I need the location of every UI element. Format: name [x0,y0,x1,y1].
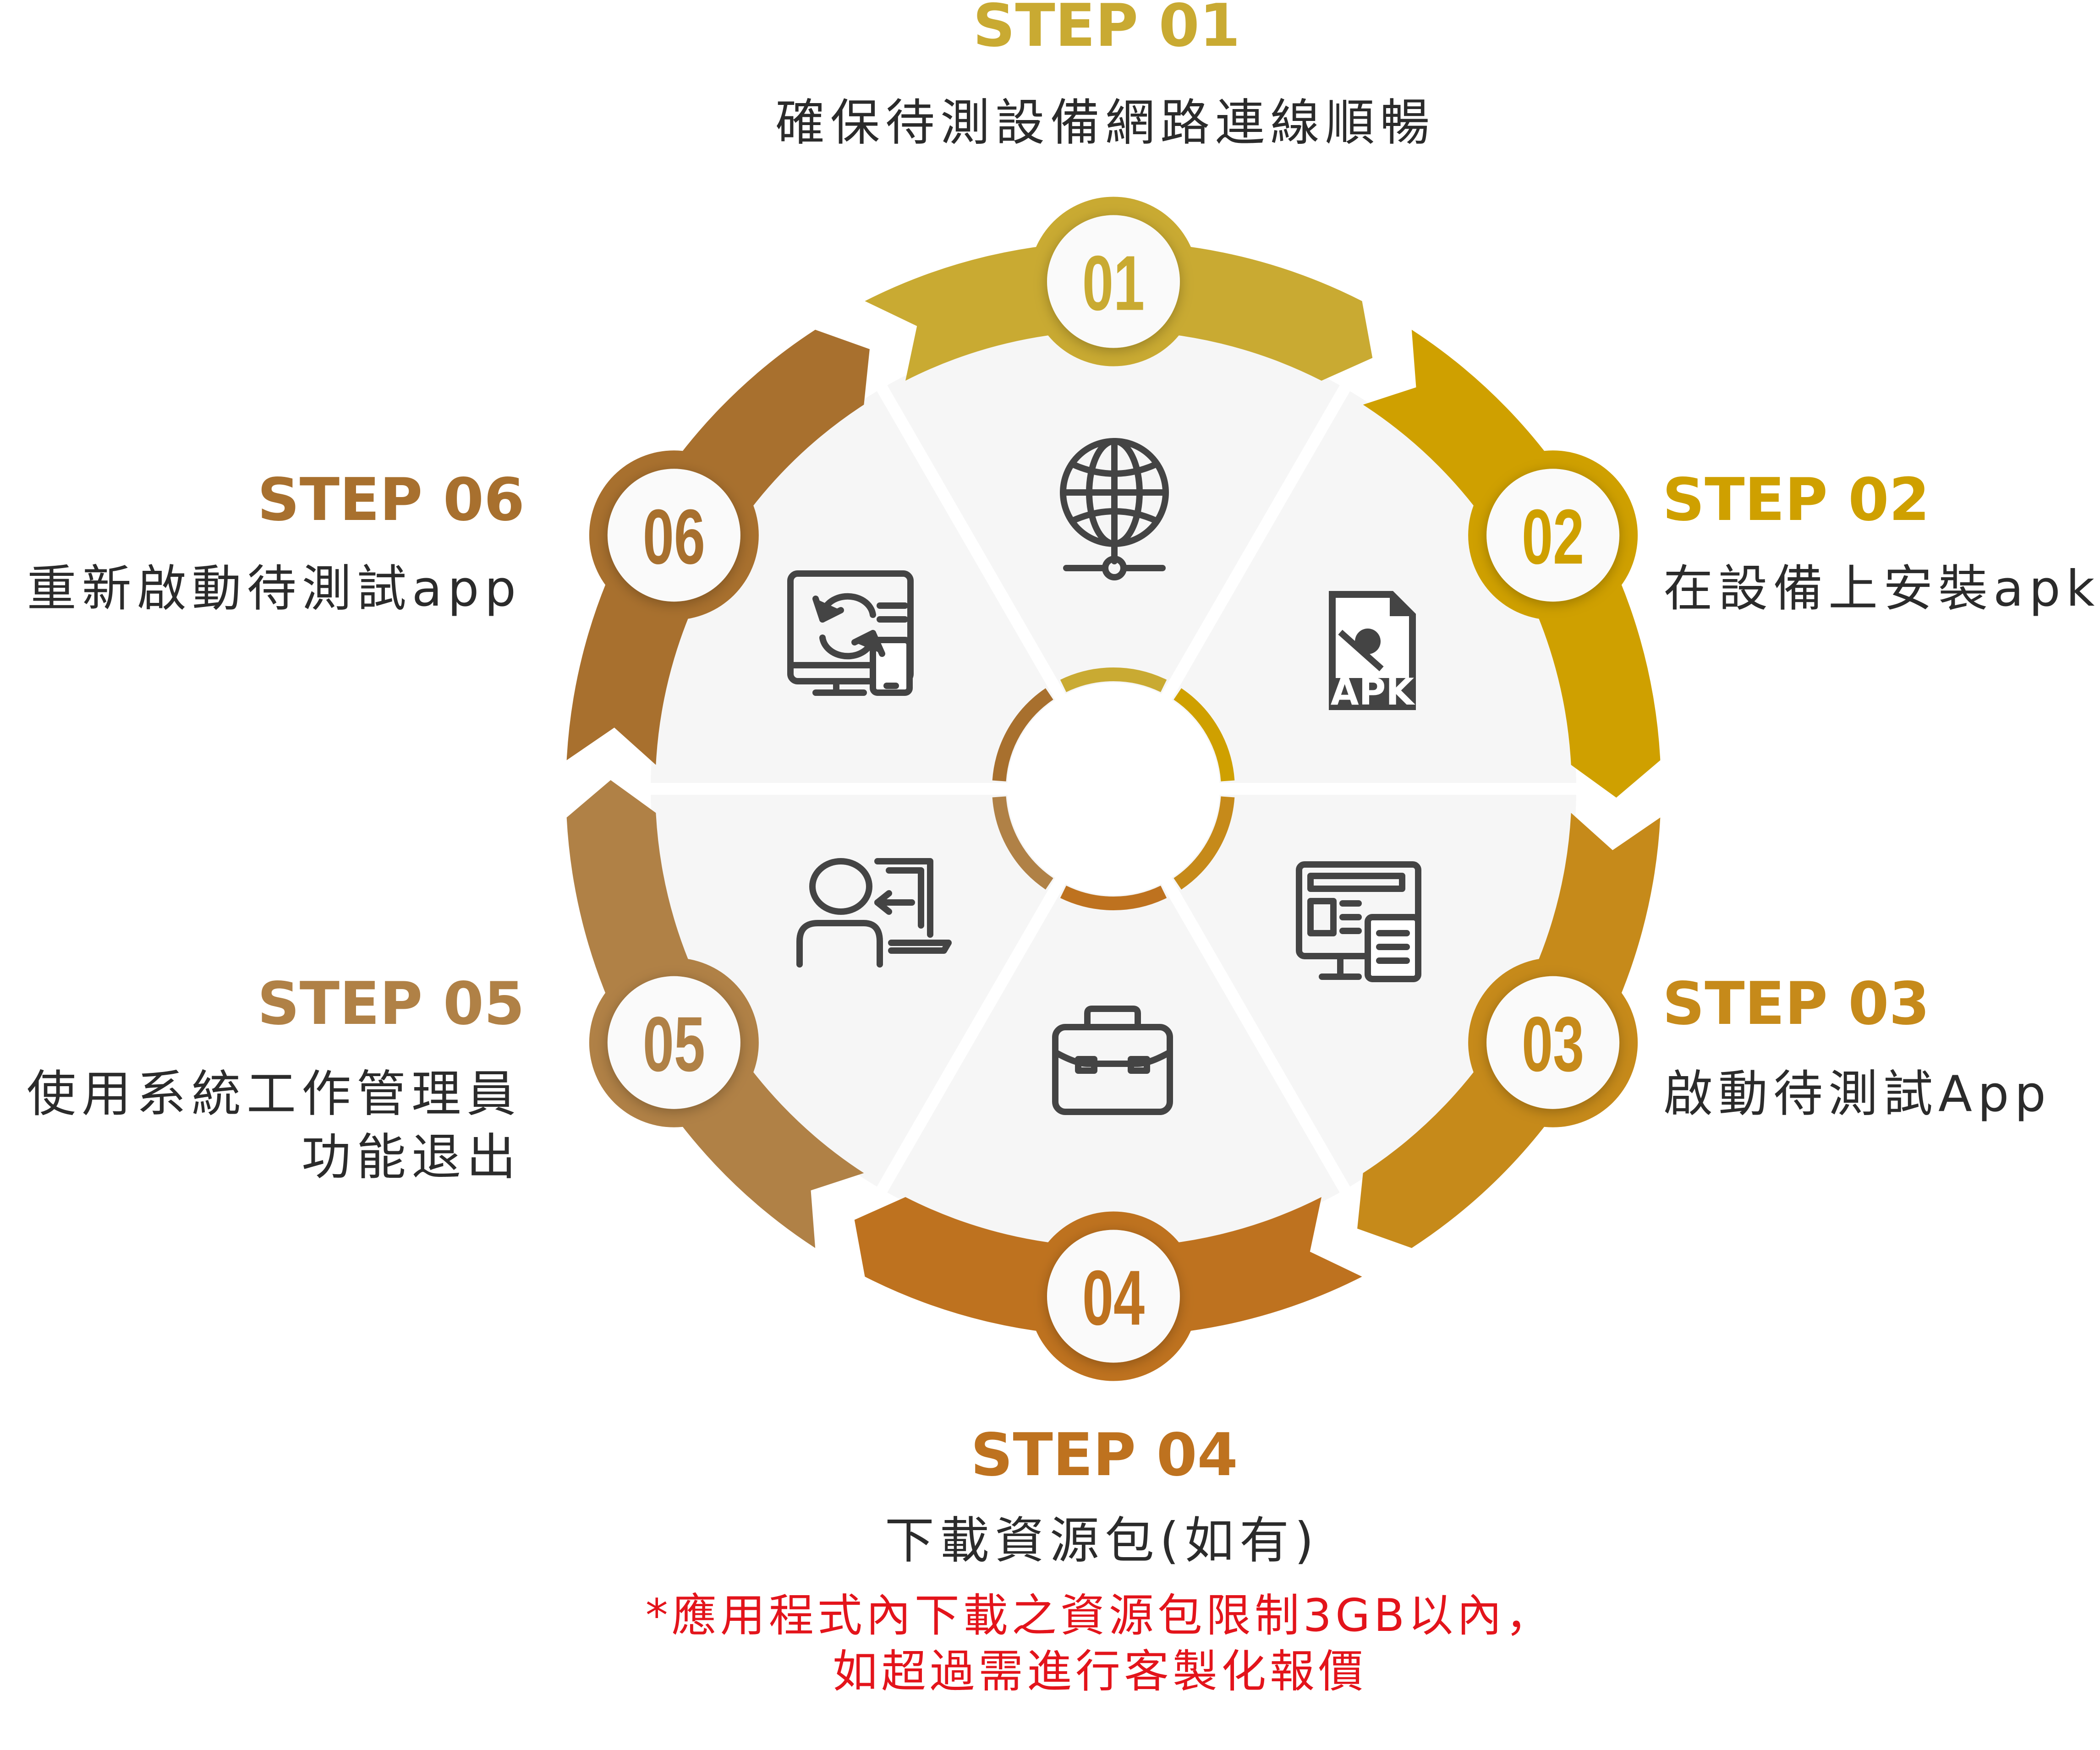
center-arc-01 [1060,667,1167,692]
step-badge-03: 03 [1468,957,1638,1127]
step-badge-06: 06 [589,450,759,620]
web-devices-icon [1296,861,1421,982]
center-arc-04 [1060,886,1167,910]
svg-text:確保待測設備網路連線順暢: 確保待測設備網路連線順暢 [775,94,1435,152]
svg-text:啟動待測試App: 啟動待測試App [1663,1066,2051,1123]
svg-text:在設備上安裝apk: 在設備上安裝apk [1663,560,2100,618]
step-number: 03 [1522,1001,1584,1088]
step-badge-02: 02 [1468,450,1638,620]
step-number: 05 [643,1001,705,1088]
svg-text:STEP 01: STEP 01 [973,0,1240,60]
center-arc-05 [992,796,1053,890]
step-number: 02 [1522,494,1584,580]
center-hole [1007,683,1220,895]
svg-text:STEP 06: STEP 06 [258,466,525,534]
step-badge-05: 05 [589,957,759,1127]
center-arc-06 [992,688,1053,782]
step-badge-01: 01 [1029,197,1198,366]
svg-text:STEP 04: STEP 04 [970,1421,1238,1489]
center-arc-03 [1173,796,1235,890]
user-logout-icon [796,858,952,968]
step-02-label: STEP 02 在設備上安裝apk [1662,466,2100,618]
resource-limit-note: *應用程式內下載之資源包限制3GB以內， [646,1590,1554,1642]
svg-text:重新啟動待測試app: 重新啟動待測試app [27,560,521,618]
custom-quote-note: 如超過需進行客製化報價 [833,1646,1367,1698]
svg-text:APK: APK [1331,671,1416,713]
briefcase-icon [1052,1006,1173,1115]
svg-text:使用系統工作管理員: 使用系統工作管理員 [27,1066,521,1123]
step-03-label: STEP 03 啟動待測試App [1662,970,2051,1123]
center-ring [992,667,1235,910]
step-01-label: STEP 01 確保待測設備網路連線順暢 [775,0,1435,152]
apk-file-icon: APK [1329,591,1416,713]
svg-text:下載資源包(如有): 下載資源包(如有) [885,1512,1319,1570]
svg-text:STEP 05: STEP 05 [258,970,525,1038]
step-number: 04 [1082,1255,1145,1341]
svg-text:STEP 03: STEP 03 [1662,970,1930,1038]
step-04-label: STEP 04 下載資源包(如有) *應用程式內下載之資源包限制3GB以內， 如… [646,1421,1554,1698]
svg-text:STEP 02: STEP 02 [1662,466,1930,534]
center-arc-02 [1173,688,1235,782]
step-05-label: STEP 05 使用系統工作管理員 功能退出 [27,970,525,1186]
step-number: 06 [643,494,705,580]
globe-network-icon [1060,438,1169,580]
ring-segment-02 [1363,329,1661,798]
step-number: 01 [1082,240,1145,327]
step-badges: 01 02 03 04 05 06 [589,197,1638,1381]
device-sync-icon [787,570,914,696]
svg-text:功能退出: 功能退出 [302,1129,521,1186]
ring-segment-05 [566,780,864,1248]
step-badge-04: 04 [1029,1211,1198,1381]
step-06-label: STEP 06 重新啟動待測試app [27,466,525,618]
